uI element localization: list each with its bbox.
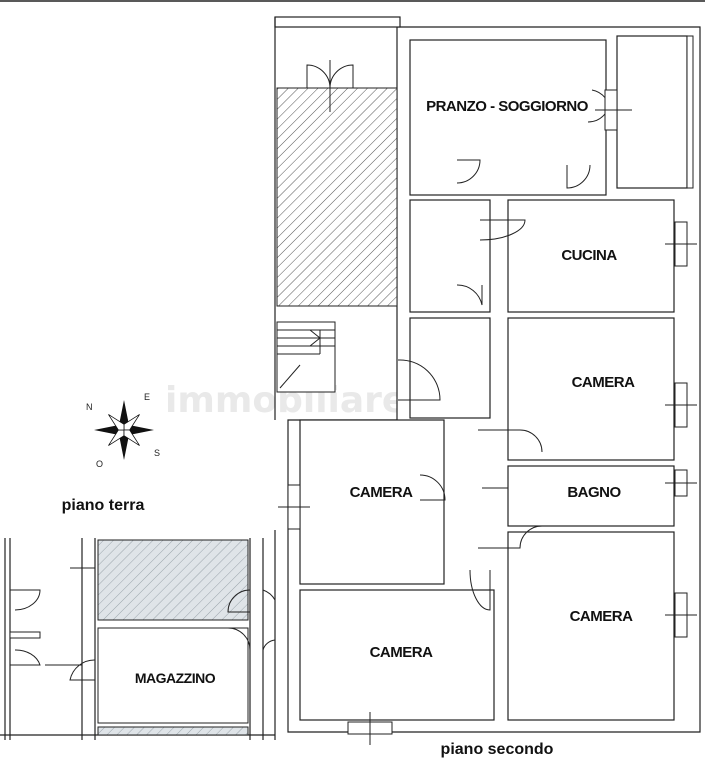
staircase xyxy=(276,321,336,393)
room-camera-4 xyxy=(507,531,675,721)
room-pranzo xyxy=(409,39,607,196)
room-camera-3 xyxy=(299,589,495,721)
room-balcony xyxy=(616,35,688,189)
room-magazzino xyxy=(97,627,249,724)
room-camera-2 xyxy=(299,419,445,585)
room-corridor-mid xyxy=(409,317,491,419)
label-camera-3: CAMERA xyxy=(370,644,433,661)
ground-floor-plan: MAGAZZINO xyxy=(0,530,276,740)
compass-e: E xyxy=(144,392,150,402)
floor-label-second: piano secondo xyxy=(441,741,554,758)
compass-o: O xyxy=(96,459,103,469)
label-pranzo: PRANZO - SOGGIORNO xyxy=(426,98,589,115)
label-bagno: BAGNO xyxy=(567,484,621,501)
label-camera-1: CAMERA xyxy=(572,374,635,391)
compass-rose-icon: N E S O xyxy=(86,392,160,469)
room-bagno xyxy=(507,465,675,527)
compass-s: S xyxy=(154,448,160,458)
second-floor-plan: PRANZO - SOGGIORNO CUCINA CAMERA BAGNO C… xyxy=(274,16,701,758)
label-camera-4: CAMERA xyxy=(570,608,633,625)
windows xyxy=(278,35,697,745)
label-magazzino: MAGAZZINO xyxy=(135,670,216,686)
floor-label-ground: piano terra xyxy=(62,497,145,514)
terrace-hatched xyxy=(276,87,398,307)
label-camera-2: CAMERA xyxy=(350,484,413,501)
label-cucina: CUCINA xyxy=(561,247,617,264)
balcony-top xyxy=(274,16,401,28)
room-cucina xyxy=(507,199,675,313)
compass-n: N xyxy=(86,402,93,412)
